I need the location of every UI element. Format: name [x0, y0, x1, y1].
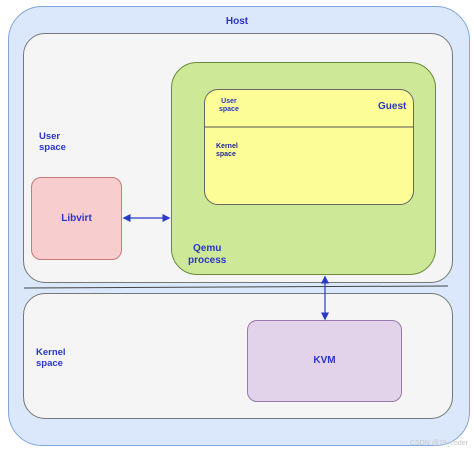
- kvm-box: [247, 320, 402, 402]
- libvirt-label: Libvirt: [61, 213, 92, 224]
- host-label: Host: [225, 16, 249, 27]
- guest-label: Guest: [378, 101, 407, 112]
- user-kernel-divider: [23, 285, 449, 289]
- guest-box: [204, 89, 414, 205]
- watermark-text: CSDN @79_coder: [409, 440, 468, 447]
- libvirt-box: [31, 177, 122, 260]
- kvm-label: KVM: [313, 355, 336, 366]
